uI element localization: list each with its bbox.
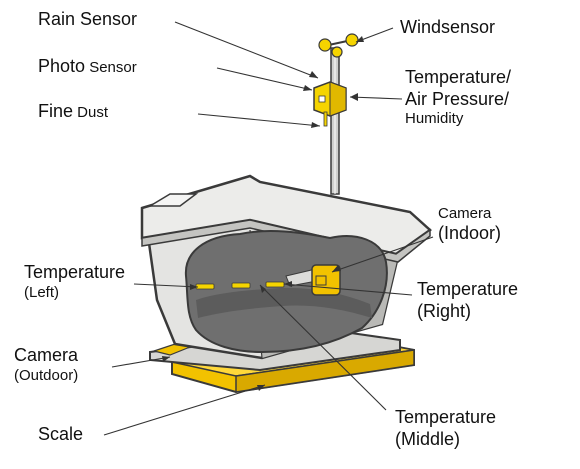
label-temperature-right: Temperature (Right) <box>417 279 518 322</box>
label-temp-mid-line1: Temperature <box>395 407 497 427</box>
sensor-mast <box>330 47 340 195</box>
leader-arrowheads <box>162 36 364 391</box>
label-scale-text: Scale <box>38 424 84 444</box>
label-camera-indoor: Camera (Indoor) <box>438 205 501 245</box>
label-temperature-left: Temperature (Left) <box>24 262 125 302</box>
wind-sensor <box>318 33 359 58</box>
label-cam-out-line2: (Outdoor) <box>14 366 79 384</box>
label-temperature-middle: Temperature (Middle) <box>395 407 496 450</box>
leader-cam-out <box>111 356 171 368</box>
leader-cam-in <box>331 236 434 273</box>
label-cam-in-line2: (Indoor) <box>438 223 502 243</box>
temperature-sensors <box>195 281 285 290</box>
label-photo-sensor: Photo Sensor <box>38 56 137 78</box>
label-photo-rest: Sensor <box>85 59 137 76</box>
leader-photo <box>216 67 313 91</box>
label-camera-outdoor: Camera (Outdoor) <box>14 345 78 385</box>
leader-rain <box>174 21 319 79</box>
leader-lines <box>103 21 434 436</box>
leader-tah <box>349 96 403 100</box>
label-temp-air-humidity: Temperature/ Air Pressure/ Humidity <box>405 67 511 128</box>
temperature-left-sensor <box>195 283 215 290</box>
label-photo-main: Photo <box>38 56 86 76</box>
label-dust-main: Fine <box>38 101 74 121</box>
leader-dust <box>197 113 321 127</box>
temperature-middle-sensor <box>231 282 251 289</box>
temperature-right-sensor <box>265 281 285 288</box>
label-tah-line2: Air Pressure/ <box>405 88 510 109</box>
leader-temp-left <box>133 283 199 288</box>
label-scale: Scale <box>38 424 83 446</box>
fine-dust-probe <box>323 111 328 127</box>
label-temp-right-line1: Temperature <box>417 279 519 299</box>
label-temp-left-line1: Temperature <box>24 262 126 282</box>
label-fine-dust: Fine Dust <box>38 101 108 123</box>
leader-scale <box>103 384 266 436</box>
label-tah-line3: Humidity <box>405 110 464 128</box>
label-temp-left-line2: (Left) <box>24 283 60 301</box>
label-temp-right-line2: (Right) <box>417 300 472 321</box>
label-rain-sensor: Rain Sensor <box>38 9 137 31</box>
label-dust-rest: Dust <box>73 104 109 121</box>
label-temp-mid-line2: (Middle) <box>395 428 461 449</box>
label-rain-sensor-text: Rain Sensor <box>38 9 138 29</box>
label-windsensor: Windsensor <box>400 17 495 39</box>
label-cam-out-line1: Camera <box>14 345 79 365</box>
weather-sensor-box <box>313 81 347 127</box>
leader-temp-right <box>283 283 413 296</box>
label-windsensor-text: Windsensor <box>400 17 496 37</box>
label-cam-in-line1: Camera <box>438 205 492 222</box>
leader-temp-mid <box>259 284 387 411</box>
label-tah-line1: Temperature/ <box>405 67 512 87</box>
